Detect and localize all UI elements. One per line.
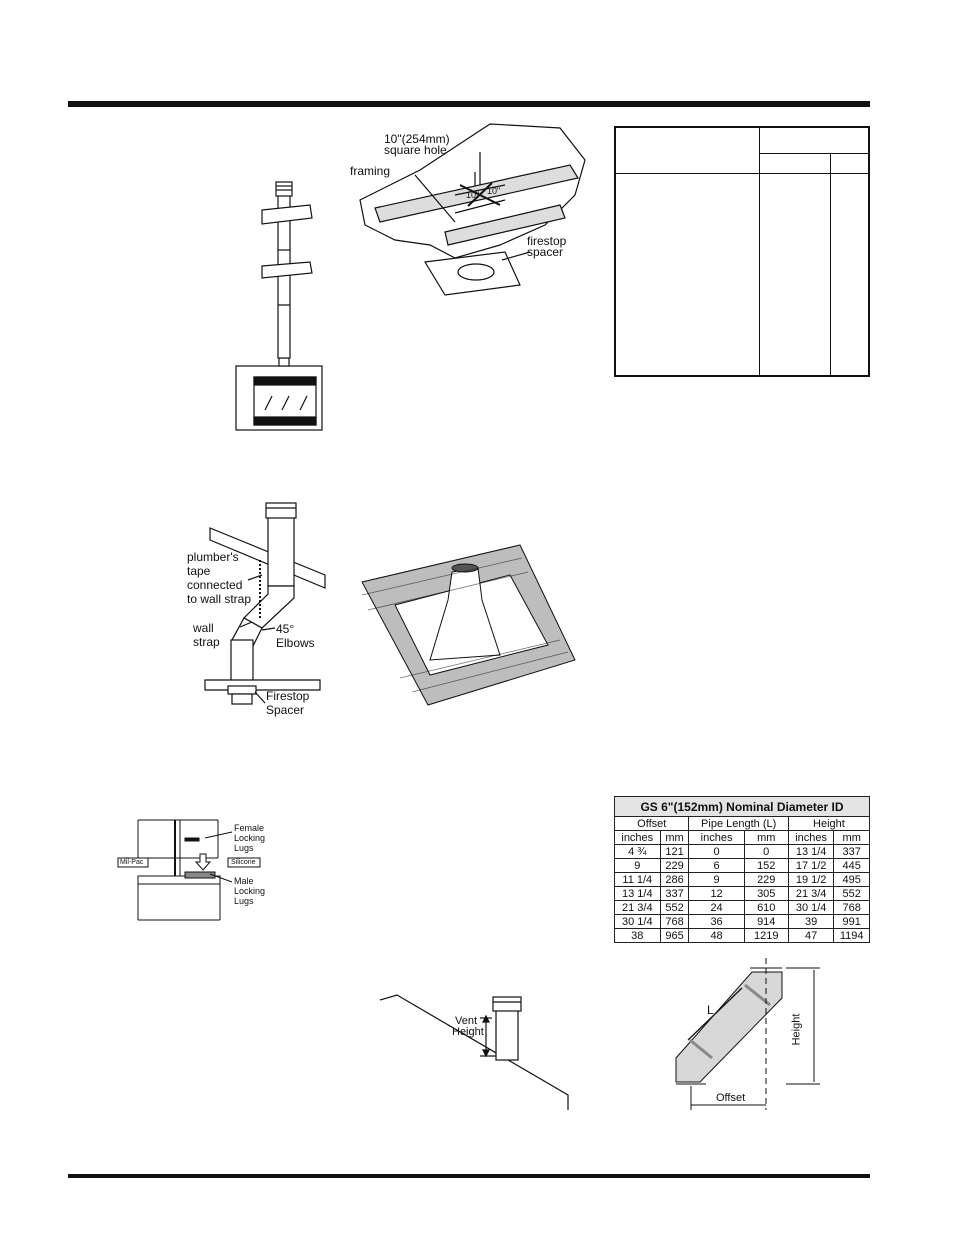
- tape-label-4: to wall strap: [187, 592, 252, 606]
- height-label: Height: [790, 1013, 803, 1046]
- table-header-height: Height: [787, 816, 871, 831]
- silicone-label: Silicone: [231, 859, 256, 866]
- table-cell: 229: [743, 872, 789, 887]
- table-title: GS 6"(152mm) Nominal Diameter ID: [614, 796, 870, 817]
- bottom-rule: [68, 1174, 870, 1178]
- table-cell: 768: [833, 900, 870, 915]
- table-cell: 495: [833, 872, 870, 887]
- tape-label-3: connected: [187, 578, 243, 592]
- hole-label-1: 10"(254mm): [384, 132, 450, 146]
- firestop-spacer-label-2: Spacer: [266, 703, 305, 717]
- empty-table: [614, 126, 870, 377]
- elbow-label-1: 45°: [276, 622, 295, 636]
- wall-strap-label-2: strap: [193, 635, 220, 649]
- male-lug-label-1: Male: [234, 876, 254, 886]
- spacer-label: spacer: [527, 245, 564, 259]
- tape-label-2: tape: [187, 564, 211, 578]
- framing-label: framing: [350, 164, 391, 178]
- table-unit: mm: [833, 830, 870, 845]
- female-lug-label-2: Locking: [234, 833, 266, 843]
- top-rule: [68, 101, 870, 107]
- offset-label: Offset: [716, 1092, 746, 1104]
- wall-strap-label-1: wall: [193, 621, 214, 635]
- female-lug-label-1: Female: [234, 823, 265, 833]
- table-cell: 552: [659, 900, 690, 915]
- table-cell: 1194: [833, 928, 870, 943]
- gs-offset-table: GS 6"(152mm) Nominal Diameter ID Offset …: [613, 796, 871, 943]
- firestop-label: firestop: [527, 234, 567, 248]
- table-cell: 30 1/4: [614, 914, 661, 929]
- male-lug-label-3: Lugs: [234, 896, 254, 906]
- vent-height-label-2: Height: [452, 1026, 484, 1038]
- elbow-label-2: Elbows: [276, 636, 315, 650]
- table-cell: 12: [688, 886, 745, 901]
- hole-label-2: square hole: [384, 143, 447, 157]
- table-cell: 13 1/4: [787, 844, 835, 859]
- table-cell: 19 1/2: [787, 872, 835, 887]
- table-cell: 1219: [743, 928, 789, 943]
- female-lug-label-3: Lugs: [234, 843, 254, 853]
- table-cell: 17 1/2: [787, 858, 835, 873]
- dim-a: 10": [466, 190, 480, 200]
- tape-label-1: plumber's: [187, 550, 239, 564]
- milpac-label: Mil-Pac: [120, 859, 144, 866]
- dim-b: 10": [487, 186, 501, 196]
- table-cell: 337: [833, 844, 870, 859]
- firestop-spacer-label-1: Firestop: [266, 689, 310, 703]
- table-cell: 965: [659, 928, 690, 943]
- elbow-length-label: L: [707, 1003, 714, 1017]
- vent-height-label-1: Vent: [455, 1015, 478, 1027]
- table-cell: 47: [787, 928, 835, 943]
- male-lug-label-2: Locking: [234, 886, 266, 896]
